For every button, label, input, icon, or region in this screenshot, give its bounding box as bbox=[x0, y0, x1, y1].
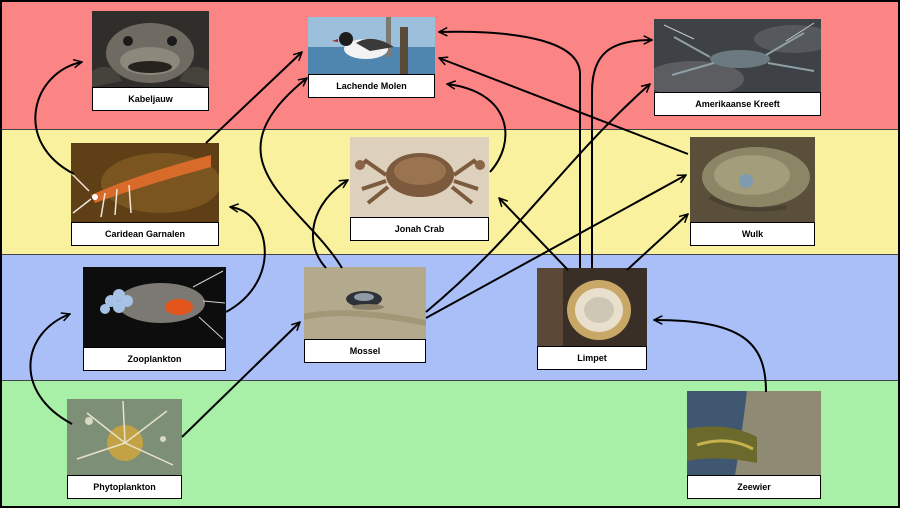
node-zeewier[interactable]: Zeewier bbox=[687, 391, 821, 499]
mossel-photo bbox=[304, 267, 426, 339]
node-kabeljauw[interactable]: Kabeljauw bbox=[92, 11, 209, 111]
zeewier-photo bbox=[687, 391, 821, 475]
mossel-image bbox=[304, 267, 426, 339]
node-limpet[interactable]: Limpet bbox=[537, 268, 647, 370]
lachende-molen-image bbox=[308, 17, 435, 74]
jonah-crab-image bbox=[350, 137, 489, 217]
zeewier-image bbox=[687, 391, 821, 475]
node-label: Zeewier bbox=[687, 475, 821, 499]
node-amerikaanse-kreeft[interactable]: Amerikaanse Kreeft bbox=[654, 19, 821, 116]
node-mossel[interactable]: Mossel bbox=[304, 267, 426, 363]
node-label: Phytoplankton bbox=[67, 475, 182, 499]
node-jonah-crab[interactable]: Jonah Crab bbox=[350, 137, 489, 241]
limpet-image bbox=[537, 268, 647, 346]
node-label: Mossel bbox=[304, 339, 426, 363]
node-label: Jonah Crab bbox=[350, 217, 489, 241]
wulk-image bbox=[690, 137, 815, 222]
zooplankton-image bbox=[83, 267, 226, 347]
node-label: Amerikaanse Kreeft bbox=[654, 92, 821, 116]
amerikaanse-kreeft-image bbox=[654, 19, 821, 92]
node-label: Kabeljauw bbox=[92, 87, 209, 111]
node-label: Wulk bbox=[690, 222, 815, 246]
node-caridean-garnalen[interactable]: Caridean Garnalen bbox=[71, 143, 219, 246]
node-wulk[interactable]: Wulk bbox=[690, 137, 815, 246]
node-label: Lachende Molen bbox=[308, 74, 435, 98]
node-label: Zooplankton bbox=[83, 347, 226, 371]
lachende-molen-photo bbox=[308, 17, 435, 74]
node-zooplankton[interactable]: Zooplankton bbox=[83, 267, 226, 371]
zooplankton-photo bbox=[83, 267, 226, 347]
node-lachende-molen[interactable]: Lachende Molen bbox=[308, 17, 435, 98]
caridean-garnalen-image bbox=[71, 143, 219, 222]
caridean-garnalen-photo bbox=[71, 143, 219, 222]
kabeljauw-image bbox=[92, 11, 209, 87]
jonah-crab-photo bbox=[350, 137, 489, 217]
amerikaanse-kreeft-photo bbox=[654, 19, 821, 92]
phytoplankton-photo bbox=[67, 399, 182, 475]
kabeljauw-photo bbox=[92, 11, 209, 87]
node-label: Limpet bbox=[537, 346, 647, 370]
phytoplankton-image bbox=[67, 399, 182, 475]
limpet-photo bbox=[537, 268, 647, 346]
node-phytoplankton[interactable]: Phytoplankton bbox=[67, 399, 182, 499]
wulk-photo bbox=[690, 137, 815, 222]
node-label: Caridean Garnalen bbox=[71, 222, 219, 246]
